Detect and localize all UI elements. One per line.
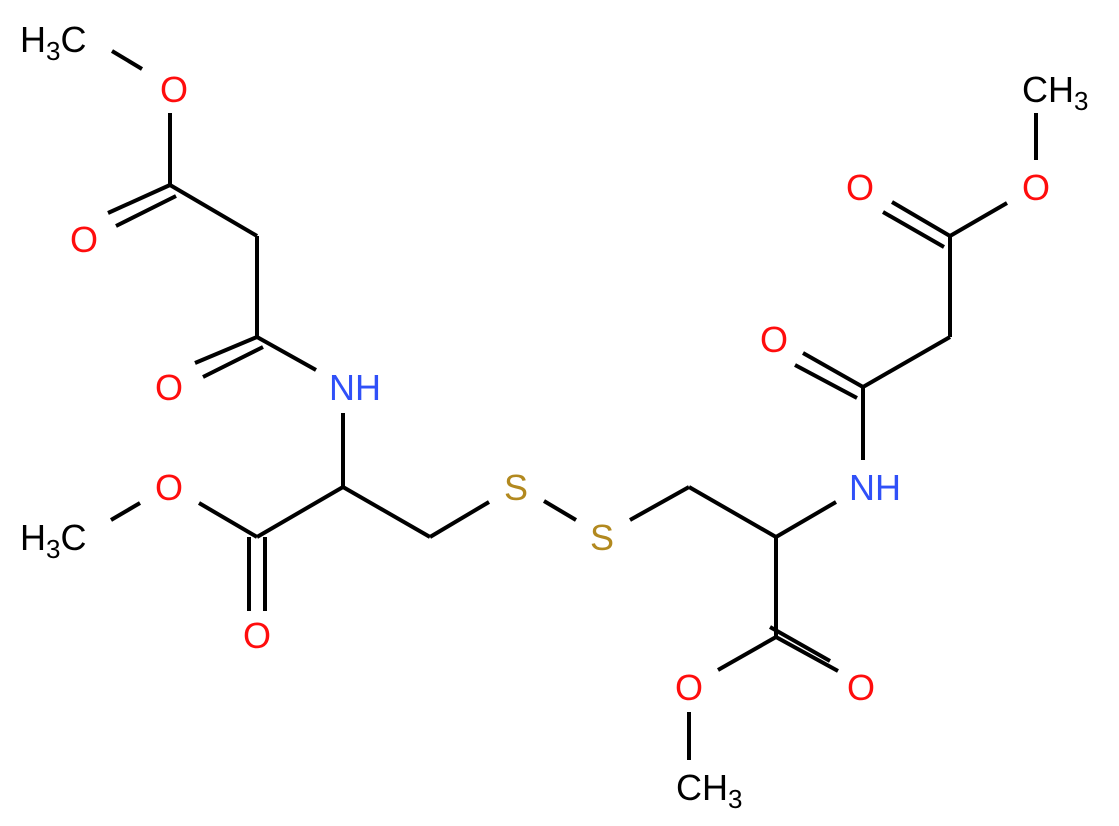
bond-o4-me2 (109, 501, 142, 522)
bonds (107, 49, 1038, 760)
bond-c8-o10 (717, 635, 777, 672)
oxygen-label: O (846, 167, 874, 208)
bond-c3-n1 (256, 335, 317, 372)
bond-c7-o7-b (882, 210, 945, 249)
bond-ca2-n2 (774, 500, 838, 539)
bond-c4-o4 (197, 501, 259, 539)
bond-me1-o1 (110, 49, 144, 71)
oxygen-label: O (847, 667, 875, 708)
bond-cb1-s1 (428, 500, 491, 539)
bond-ca1-c4 (255, 485, 345, 539)
oxygen-label: O (155, 367, 183, 408)
bond-ca1-cb1 (342, 485, 431, 539)
oxygen-label: O (160, 69, 188, 110)
bond-s2-cb2 (629, 485, 690, 522)
bond-c1-c2 (168, 183, 259, 238)
bond-c7-o7-a (890, 200, 952, 238)
methyl-label: CH3 (1022, 69, 1088, 116)
bond-c8-o9-b (769, 625, 831, 663)
bond-c3-o3-b (202, 345, 264, 379)
oxygen-label: O (1022, 167, 1050, 208)
bond-c1-o2-b (115, 194, 177, 228)
bond-cb2-ca2 (688, 485, 777, 539)
oxygen-label: O (243, 615, 271, 656)
oxygen-label: O (155, 467, 183, 508)
atom-labels: H3C O O O NH O H3C O S S NH O O O CH3 O … (20, 19, 1088, 814)
oxygen-label: O (70, 219, 98, 260)
bond-c8-o9-a (775, 635, 839, 673)
amide-nh-label: NH (329, 367, 381, 408)
bond-c7-o8 (948, 201, 1009, 238)
methyl-label: H3C (20, 517, 86, 564)
bond-c5-o6-a (802, 351, 864, 389)
methyl-label: H3C (20, 19, 86, 66)
bond-c1-o2-a (107, 183, 171, 215)
bond-s1-s2 (542, 499, 578, 522)
oxygen-label: O (675, 667, 703, 708)
bond-c3-o3-a (194, 335, 258, 365)
amide-nh-label: NH (849, 467, 901, 508)
sulfur-label: S (504, 467, 528, 508)
oxygen-label: O (760, 319, 788, 360)
sulfur-label: S (590, 517, 614, 558)
methyl-label: CH3 (676, 767, 742, 814)
bond-c5-o6-b (794, 363, 858, 400)
bond-c5-c6 (862, 335, 951, 389)
